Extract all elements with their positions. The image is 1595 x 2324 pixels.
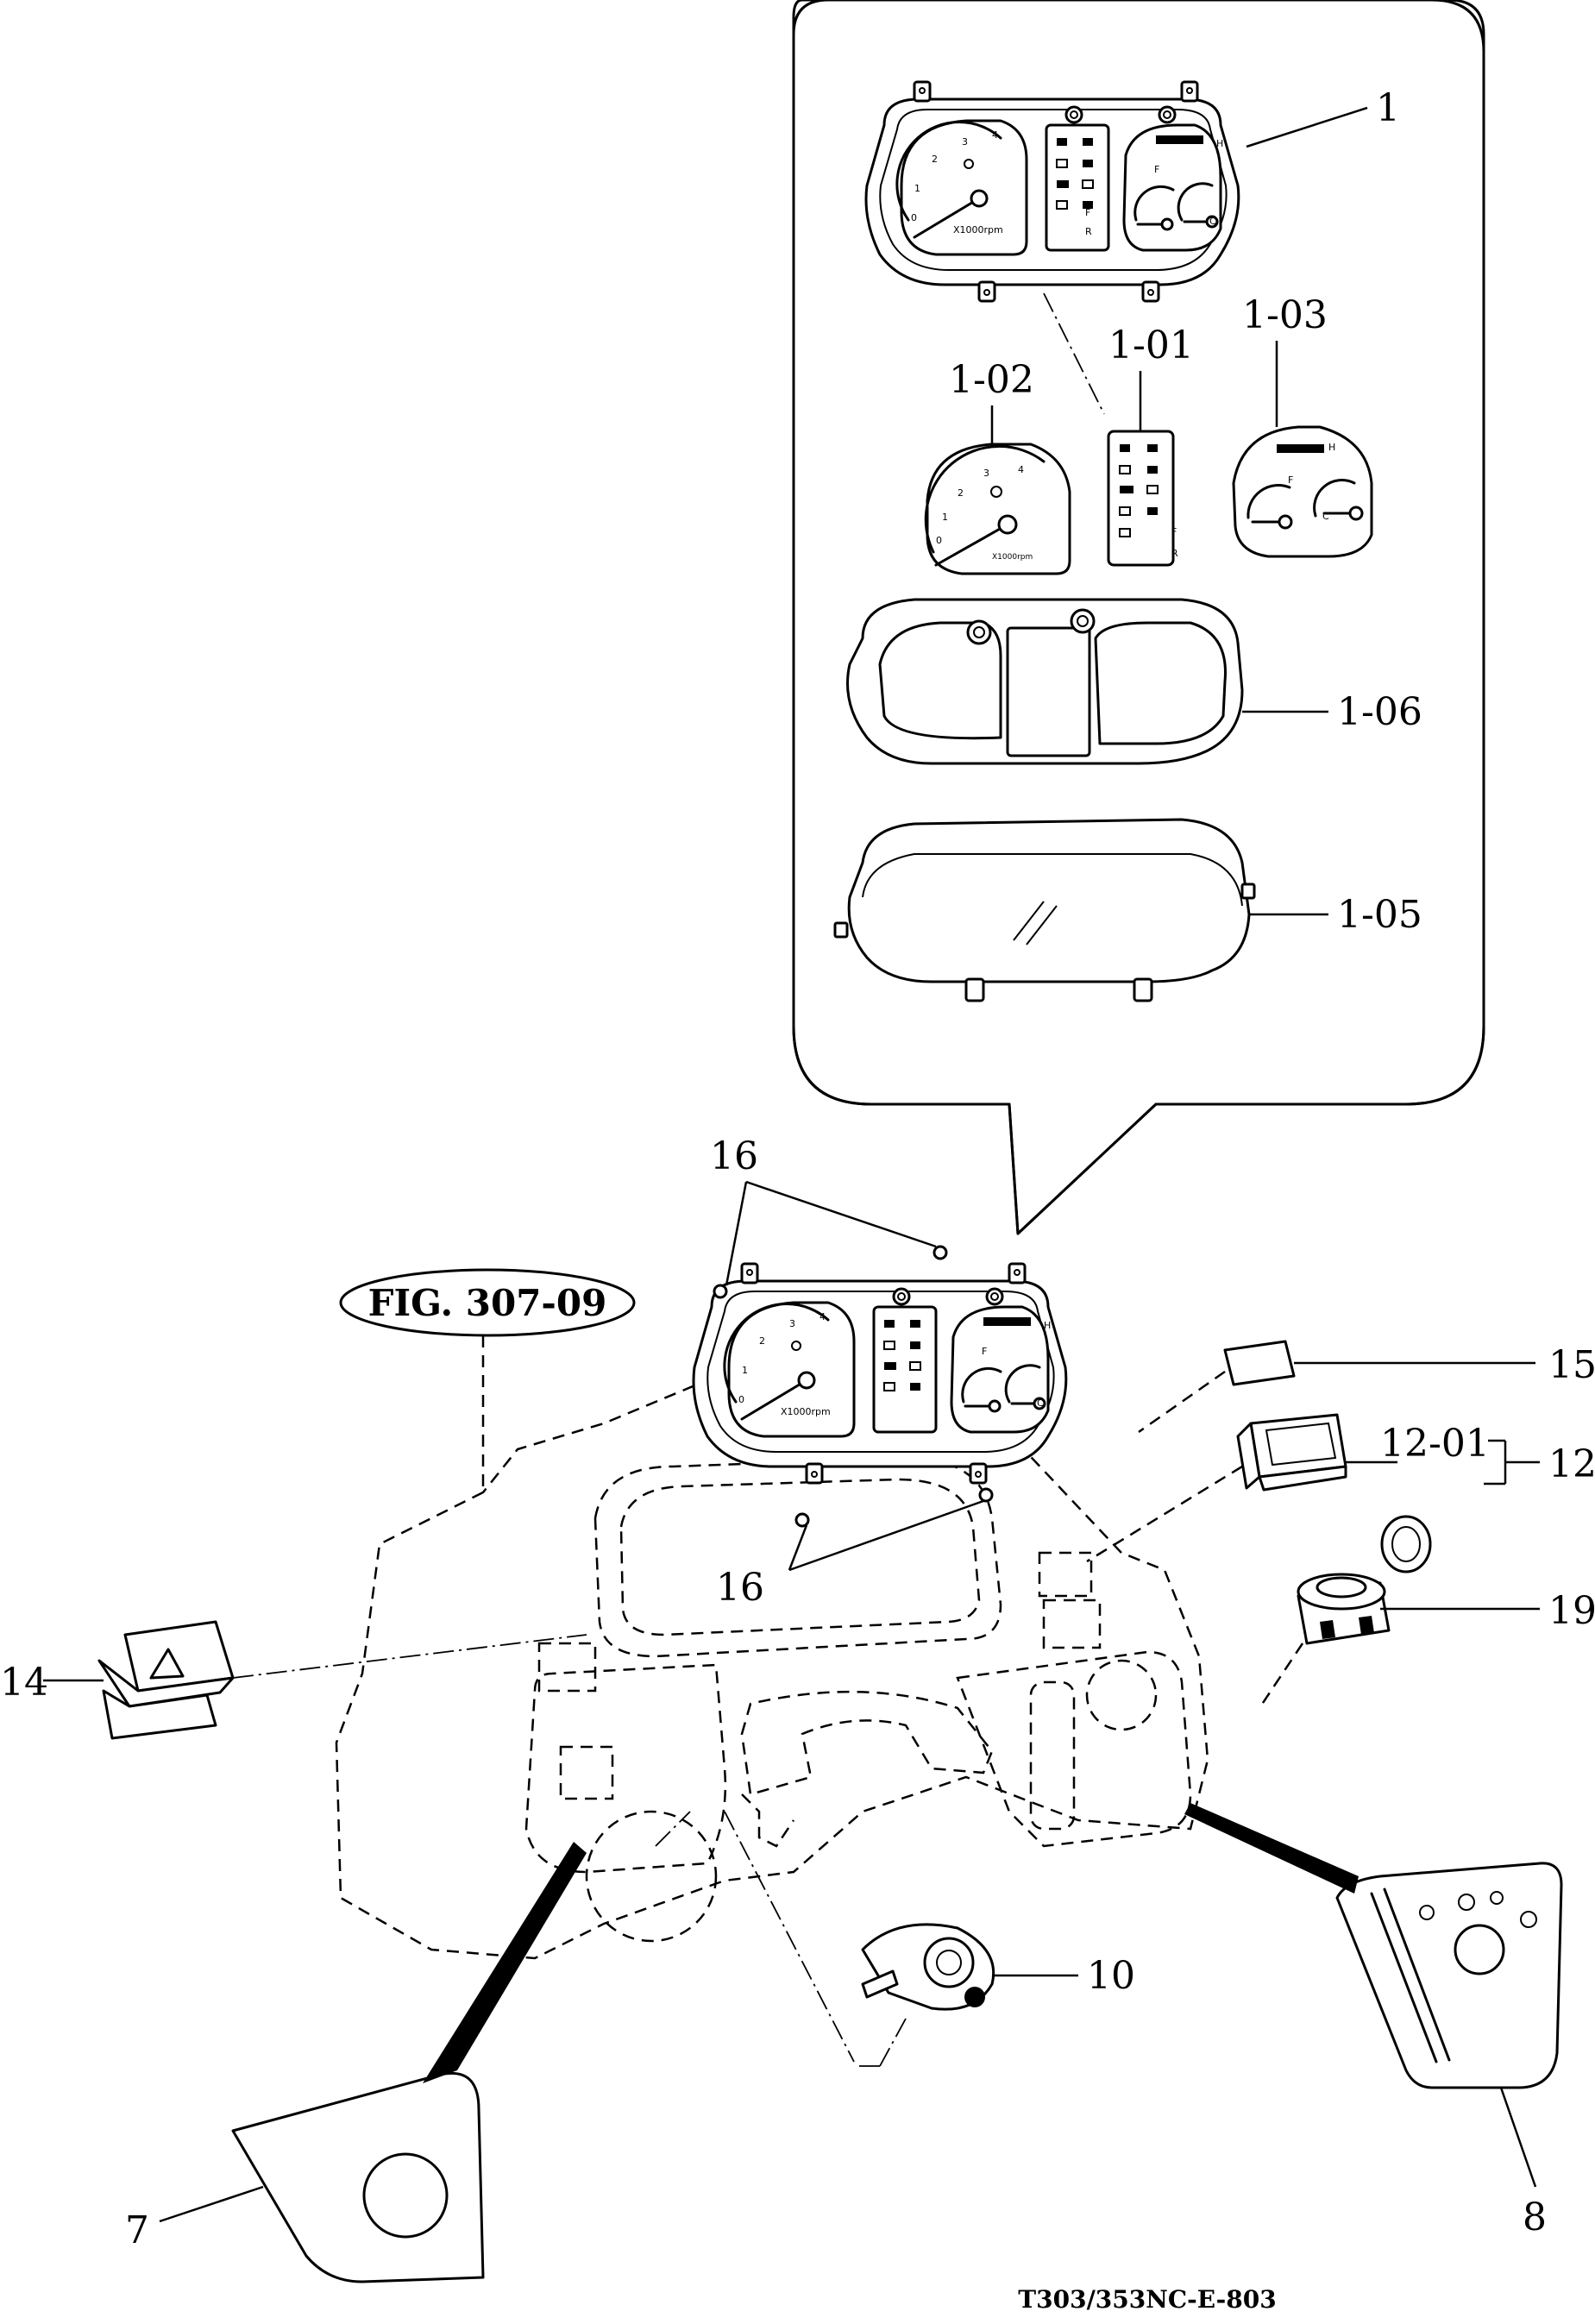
indicator-forward: F (1171, 526, 1177, 537)
tachometer: X1000rpm 0 1 2 3 4 (924, 443, 1071, 575)
callout-15: 15 (1548, 1343, 1595, 1387)
detail-callout-balloon-outline (792, 0, 1485, 1235)
fuel-temp-gauge: H F C (1232, 425, 1373, 558)
temp-hot: H (1216, 138, 1223, 149)
callout-10: 10 (1087, 1954, 1135, 1998)
part-10-knob: 10 (854, 1923, 1135, 2067)
tach-tick-1: 1 (914, 183, 920, 194)
cluster2-fuel-full: F (982, 1346, 987, 1357)
tach-tick-3: 3 (962, 136, 968, 148)
tach2-tick-1: 1 (942, 512, 948, 523)
part-14-hazard-switch: 14 (0, 1620, 587, 1740)
cluster2-rpm-unit: X1000rpm (781, 1406, 831, 1417)
part-7-cover: 7 (125, 1842, 587, 2283)
part-12-switch: 12-01 12 (1086, 1413, 1595, 1563)
cluster2-temp-cold: C (1037, 1398, 1044, 1409)
screw-16-top: 16 (710, 1134, 948, 1299)
cluster2-tick-1: 1 (742, 1365, 748, 1376)
callout-12: 12 (1548, 1442, 1595, 1486)
cluster2-temp-hot: H (1044, 1320, 1051, 1331)
dashboard-outline (335, 1379, 1209, 1960)
tach-tick-0: 0 (911, 212, 917, 223)
callout-1-06: 1-06 (1337, 690, 1422, 734)
cluster2-tick-0: 0 (738, 1394, 744, 1405)
callout-8: 8 (1523, 2195, 1547, 2239)
fuel-full: F (1154, 164, 1159, 175)
part-15-plate: 15 (1138, 1340, 1595, 1434)
callout-1: 1 (1376, 86, 1400, 130)
cluster2-tick-4: 4 (819, 1311, 826, 1322)
indicator-reverse: R (1171, 548, 1178, 559)
tach2-tick-0: 0 (936, 535, 942, 546)
part-19-power-socket: 19 (1258, 1515, 1595, 1709)
screw-16-bottom: 16 (716, 1487, 994, 1610)
callout-7: 7 (125, 2208, 149, 2252)
callout-12-01: 12-01 (1380, 1422, 1490, 1466)
callout-1-02: 1-02 (949, 358, 1034, 402)
cluster-bezel (846, 598, 1244, 765)
gauge3-temp-cold: C (1322, 511, 1329, 522)
callout-14: 14 (0, 1661, 48, 1705)
tach2-tick-2: 2 (958, 487, 964, 499)
tach-rpm-unit: X1000rpm (953, 224, 1003, 236)
callout-19: 19 (1548, 1589, 1595, 1633)
cluster-lens (833, 818, 1256, 1002)
indicator-panel: F R (1107, 430, 1178, 567)
instrument-cluster-installed: X1000rpm 0 1 2 3 4 F H C (692, 1262, 1068, 1485)
callout-16-bottom: 16 (716, 1566, 764, 1610)
callout-1-05: 1-05 (1337, 893, 1422, 937)
cluster2-tick-3: 3 (789, 1318, 795, 1329)
callout-1-03: 1-03 (1242, 293, 1328, 337)
panel-reverse: R (1085, 226, 1092, 237)
tach-tick-4: 4 (992, 129, 998, 141)
tach2-tick-3: 3 (983, 468, 989, 479)
gauge3-fuel-full: F (1288, 474, 1293, 486)
callout-16-top: 16 (710, 1134, 758, 1178)
cluster2-tick-2: 2 (759, 1335, 765, 1347)
tach2-rpm-unit: X1000rpm (992, 553, 1033, 562)
callout-1-01: 1-01 (1108, 323, 1194, 367)
part-8-control-panel: 8 (1184, 1803, 1563, 2239)
panel-forward: F (1085, 207, 1090, 218)
gauge3-temp-hot: H (1328, 442, 1335, 453)
temp-cold: C (1209, 216, 1216, 227)
drawing-code: T303/353NC-E-803 (1018, 2285, 1276, 2314)
instrument-cluster-assembly: X1000rpm 0 1 2 3 4 F R F H C (864, 80, 1240, 303)
tach2-tick-4: 4 (1018, 464, 1024, 475)
tach-tick-2: 2 (932, 154, 938, 165)
figure-reference-label: FIG. 307-09 (368, 1282, 607, 1324)
figure-reference: FIG. 307-09 (339, 1268, 636, 1492)
